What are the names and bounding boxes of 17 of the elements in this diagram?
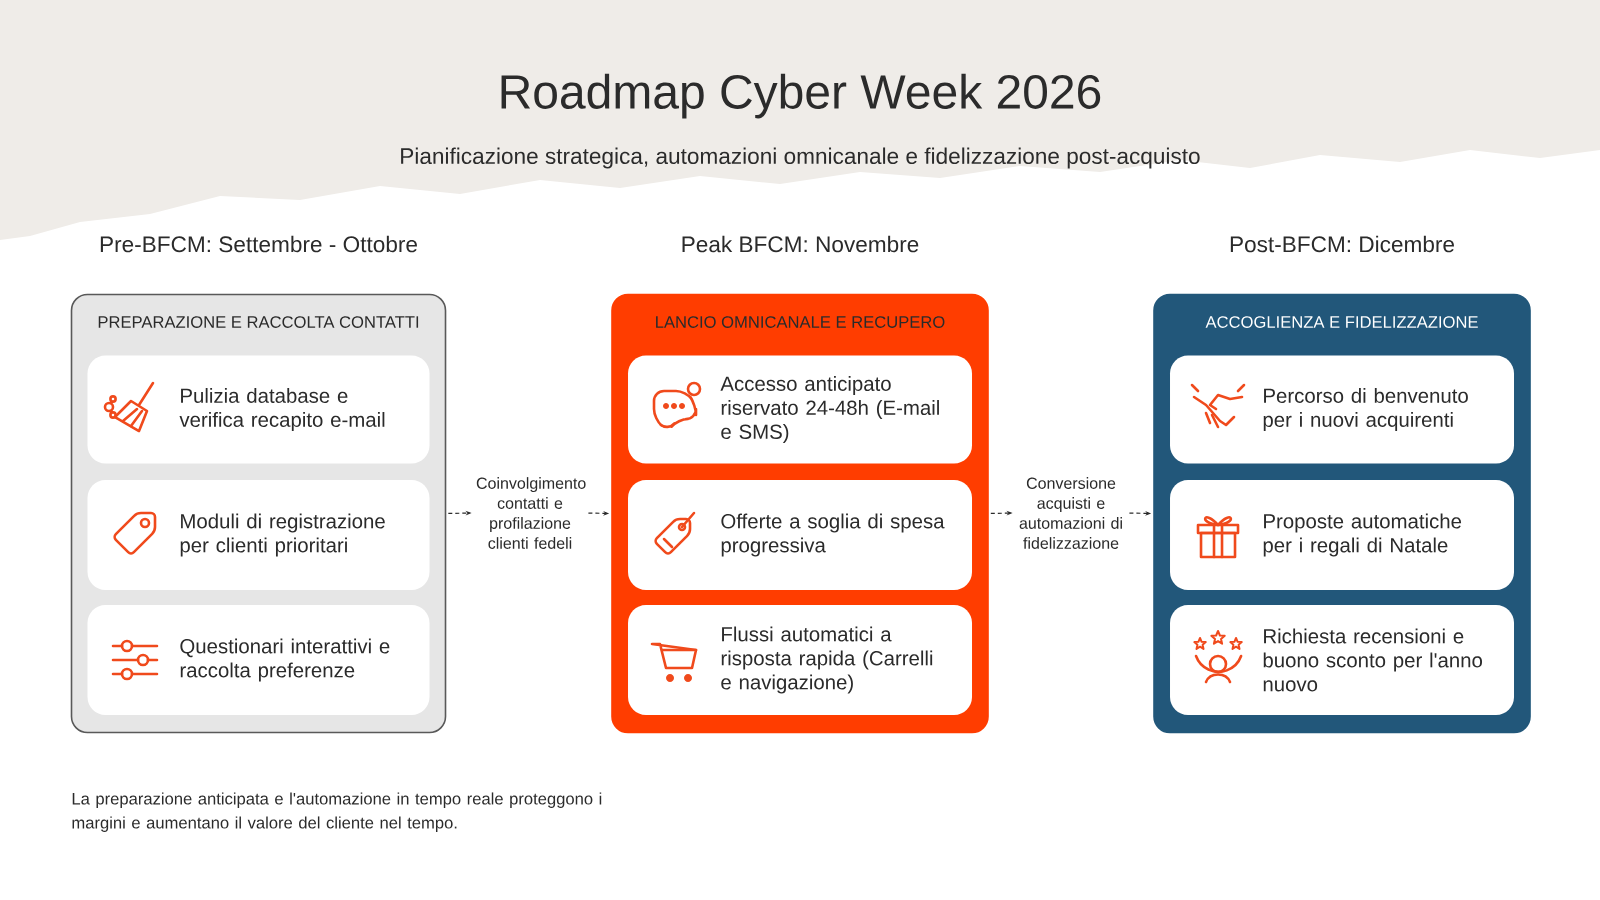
card: Accesso anticipato riservato 24-48h (E-mail e SMS)	[628, 355, 972, 464]
phase-heading: Peak BFCM: Novembre	[682, 235, 919, 253]
subtitle: Pianificazione strategica, automazioni omnicanale e fidelizzazione post-acquisto	[401, 147, 1200, 169]
card: Flussi automatici a risposta rapida (Carrelli e navigazione)	[628, 605, 972, 715]
bridge-text: Conversione acquisti e automazioni di fidelizzazione	[1019, 477, 1122, 549]
phase-heading: Pre-BFCM: Settembre - Ottobre	[100, 235, 417, 253]
caption: La preparazione anticipata e l'automazione in tempo reale proteggono i margini e aumentano il valore del cliente nel tempo.	[72, 792, 602, 832]
card: Questionari interattivi e raccolta preferenze	[87, 605, 430, 715]
card: Moduli di registrazione per clienti prioritari	[87, 480, 430, 590]
phase-heading: Post-BFCM: Dicembre	[1230, 235, 1454, 253]
bridge-text: Coinvolgimento contatti e profilazione clienti fedeli	[476, 477, 586, 549]
card: Richiesta recensioni e buono sconto per l'anno nuovo	[1170, 605, 1514, 715]
title: Roadmap Cyber Week 2026	[501, 73, 1101, 119]
card: Percorso di benvenuto per i nuovi acquirenti	[1170, 355, 1514, 464]
card: Pulizia database e verifica recapito e-mail	[87, 355, 430, 464]
card: Offerte a soglia di spesa progressiva	[628, 480, 972, 590]
card: Proposte automatiche per i regali di Natale	[1170, 480, 1514, 590]
